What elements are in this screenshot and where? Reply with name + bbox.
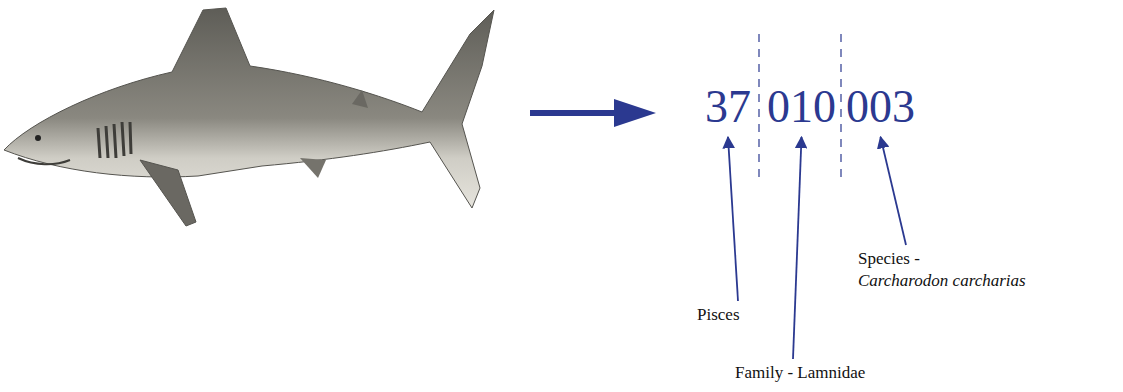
family-label: Family - Lamnidae [735, 364, 865, 381]
separator-dash [840, 34, 841, 182]
code-digits: 010 [767, 84, 836, 130]
leader-arrow [793, 137, 802, 359]
separator-dash [758, 34, 759, 182]
code-digits: 003 [846, 84, 915, 130]
shark-illustration [4, 8, 494, 226]
transform-arrow [530, 99, 656, 127]
class-label: Pisces [697, 306, 740, 323]
species-name: Carcharodon carcharias [858, 272, 1026, 289]
code-digits: 37 [705, 84, 751, 130]
species-label: Species - [858, 250, 920, 267]
leader-arrow [728, 137, 738, 301]
leader-arrow [881, 137, 907, 245]
